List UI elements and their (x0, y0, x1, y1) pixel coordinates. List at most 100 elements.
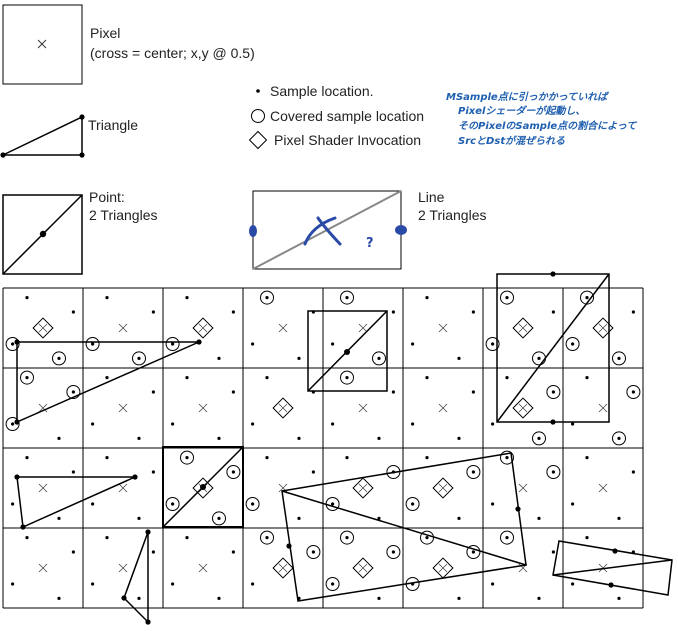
sample-dot (471, 390, 475, 394)
sample-dot (491, 502, 495, 506)
covered-sample-circle (165, 497, 180, 511)
sample-dot (411, 502, 415, 506)
primitive-point-quad (307, 310, 388, 392)
primitive-point-cell (162, 446, 244, 528)
annotation-line-2: Pixelシェーダーが起動し、 (458, 105, 585, 117)
sample-dot (311, 550, 315, 554)
primitive-line-tall (496, 271, 610, 425)
covered-sample-circle (386, 545, 401, 559)
sample-dot (585, 456, 589, 460)
sample-dot (217, 596, 221, 601)
pixel-center-cross (38, 403, 48, 413)
pixel-center-cross (438, 563, 448, 573)
pixel-center-cross (118, 323, 128, 333)
sample-dot (505, 376, 509, 380)
sample-dot (457, 596, 461, 601)
sample-dot (505, 456, 509, 460)
legend-covered-circle (251, 109, 265, 123)
sample-dot (411, 342, 415, 346)
covered-sample-circle (132, 351, 146, 366)
sample-dot (171, 502, 175, 506)
pixel-center-cross (38, 563, 48, 573)
sample-dot (137, 436, 141, 440)
sample-dot (25, 456, 29, 460)
sample-dot (25, 536, 29, 540)
pixel-center-cross (598, 403, 608, 413)
sample-dot (231, 550, 235, 554)
sample-dot (105, 376, 109, 380)
legend-sample-dot (256, 89, 260, 93)
sample-dot (471, 470, 475, 474)
pixel-center-cross (278, 323, 288, 333)
covered-sample-circle (85, 337, 100, 351)
pixel-center-cross (438, 323, 448, 333)
sample-dot (391, 390, 395, 394)
sample-dot (137, 596, 141, 601)
sample-dot (571, 422, 575, 426)
covered-sample-circle (180, 450, 194, 465)
sample-dot (265, 376, 269, 380)
sample-dot (425, 536, 429, 540)
sample-dot (425, 296, 429, 300)
covered-sample-circle (626, 385, 641, 399)
pixel-center-cross (278, 563, 288, 573)
sample-dot (311, 470, 315, 474)
sample-dot (91, 342, 95, 346)
sample-dot (425, 456, 429, 460)
sample-dot (297, 356, 301, 360)
sample-dot (251, 342, 255, 346)
covered-sample-circle (5, 417, 20, 431)
sample-dot (331, 422, 335, 426)
legend-pixel-note: (cross = center; x,y @ 0.5) (90, 45, 255, 61)
pixel-center-cross (358, 563, 368, 573)
pixel-center-cross (118, 563, 128, 573)
legend-triangle (0, 114, 85, 158)
sample-dot (491, 582, 495, 586)
covered-sample-circle (245, 497, 260, 511)
pixel-shader-diamond (432, 477, 454, 499)
pixel-center-cross (38, 483, 48, 493)
covered-sample-circle (66, 385, 81, 399)
sample-dot (345, 456, 349, 460)
sample-dot (137, 516, 141, 521)
covered-sample-circle (546, 465, 561, 479)
sample-dot (345, 296, 349, 300)
annotation-line-3: そのPixelのSample点の割合によって (458, 120, 637, 132)
covered-sample-circle (372, 351, 386, 366)
annotation-question: ? (366, 236, 374, 251)
covered-sample-circle (500, 450, 514, 465)
primitive-triangle-small (14, 474, 138, 530)
covered-sample-circle (165, 337, 180, 351)
covered-sample-circle (500, 530, 514, 545)
sample-dot (297, 516, 301, 521)
covered-sample-circle (485, 337, 500, 351)
sample-dot (185, 296, 189, 300)
sample-dot (185, 376, 189, 380)
sample-dot (331, 582, 335, 586)
covered-sample-circle (405, 497, 420, 511)
sample-dot (585, 536, 589, 540)
sample-dot (551, 470, 556, 474)
sample-dot (71, 470, 75, 474)
sample-dot (457, 436, 461, 440)
sample-dot (11, 342, 15, 346)
pixel-shader-diamond (432, 557, 454, 579)
pixel-center-cross (358, 403, 368, 413)
sample-dot (251, 582, 255, 586)
legend-pixel-box (2, 4, 83, 85)
sample-dot (377, 436, 381, 440)
sample-dot (231, 470, 235, 474)
sample-dot (457, 356, 461, 360)
sample-dot (25, 376, 29, 380)
sample-dot (551, 550, 556, 554)
pixel-center-cross (598, 323, 608, 333)
annotation-line-4: SrcとDstが混ぜられる (458, 135, 565, 147)
legend-point-sub: 2 Triangles (89, 207, 157, 223)
sample-dot (105, 456, 109, 460)
sample-dot (11, 582, 15, 586)
pixel-center-cross (518, 323, 528, 333)
legend-point-box (2, 194, 83, 275)
pixel-shader-diamond (592, 317, 614, 339)
sample-dot (57, 596, 61, 601)
